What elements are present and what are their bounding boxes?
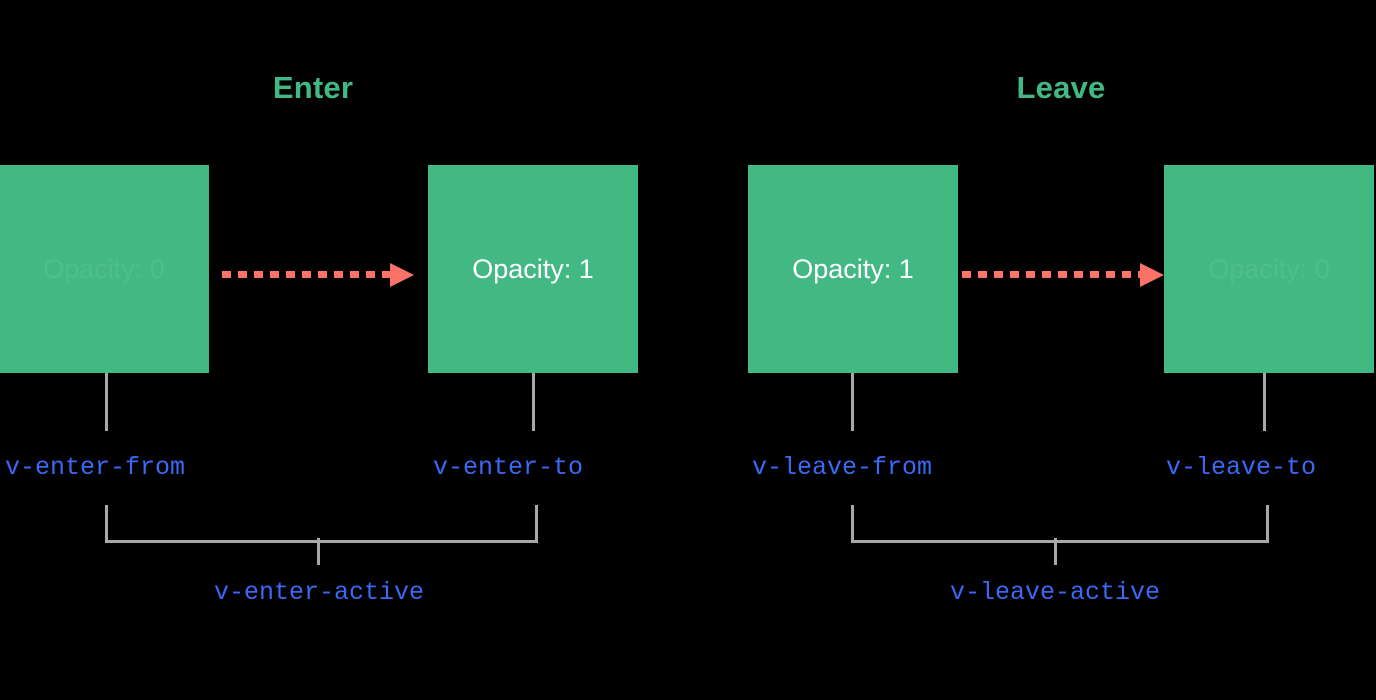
enter-from-connector-tick <box>105 373 108 431</box>
enter-active-bracket-stem <box>317 538 320 565</box>
enter-from-box: Opacity: 0 <box>0 165 209 373</box>
leave-transition-arrow <box>962 263 1164 287</box>
enter-active-bracket <box>105 505 538 543</box>
enter-from-box-label: Opacity: 0 <box>43 253 165 284</box>
leave-phase-heading: Leave <box>1016 70 1106 105</box>
leave-from-box-label: Opacity: 1 <box>792 253 914 284</box>
leave-from-connector-tick <box>851 373 854 431</box>
enter-to-box: Opacity: 1 <box>428 165 638 373</box>
enter-arrow-dashed-line <box>222 271 392 278</box>
enter-arrow-head-icon <box>390 263 414 287</box>
enter-to-box-label: Opacity: 1 <box>472 253 594 284</box>
leave-to-box: Opacity: 0 <box>1164 165 1374 373</box>
class-label-v-leave-to: v-leave-to <box>1166 453 1317 482</box>
leave-active-bracket-stem <box>1054 538 1057 565</box>
enter-phase-heading: Enter <box>272 70 354 105</box>
leave-arrow-dashed-line <box>962 271 1142 278</box>
class-label-v-enter-to: v-enter-to <box>433 453 584 482</box>
leave-to-connector-tick <box>1263 373 1266 431</box>
leave-active-bracket <box>851 505 1269 543</box>
class-label-v-enter-from: v-enter-from <box>5 453 186 482</box>
leave-to-box-label: Opacity: 0 <box>1208 253 1330 284</box>
class-label-v-leave-active: v-leave-active <box>949 578 1161 607</box>
class-label-v-leave-from: v-leave-from <box>752 453 933 482</box>
enter-to-connector-tick <box>532 373 535 431</box>
leave-arrow-head-icon <box>1140 263 1164 287</box>
enter-transition-arrow <box>222 263 414 287</box>
leave-from-box: Opacity: 1 <box>748 165 958 373</box>
class-label-v-enter-active: v-enter-active <box>213 578 425 607</box>
